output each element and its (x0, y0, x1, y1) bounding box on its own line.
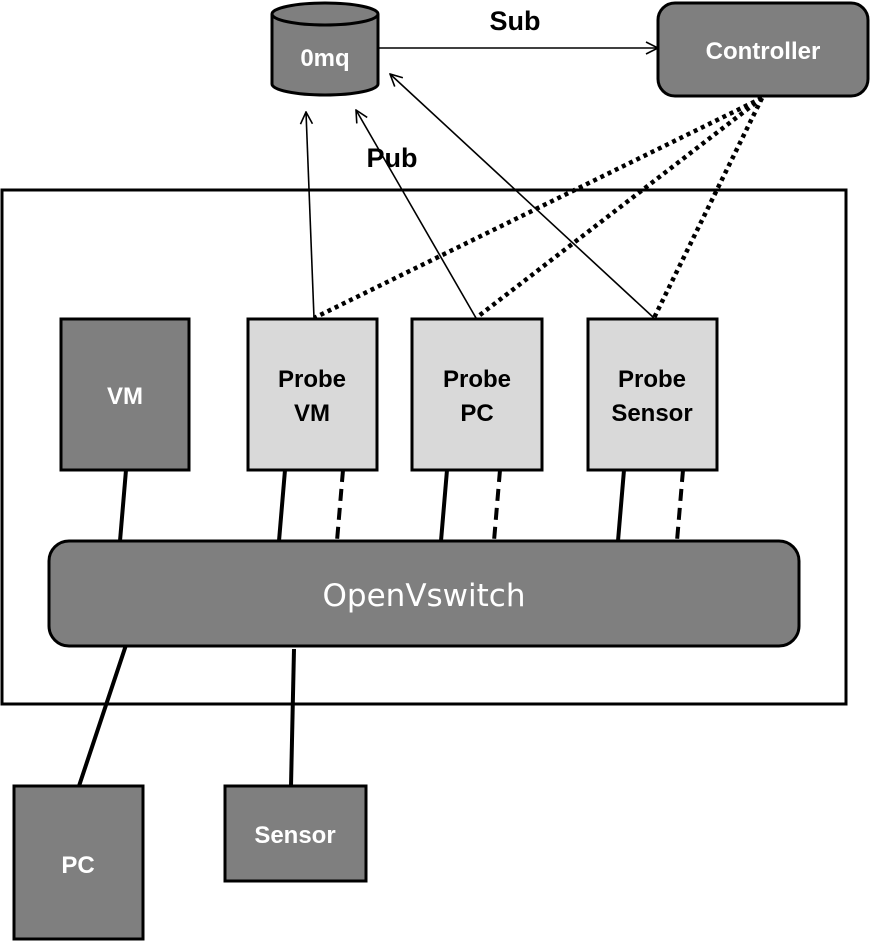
vm-node[interactable]: VM (59, 317, 191, 472)
openvswitch-node[interactable]: OpenVswitch (47, 539, 801, 648)
probe-pc-box (410, 317, 544, 472)
probe-vm-sublabel: VM (294, 400, 330, 427)
pc-box (12, 784, 145, 941)
control-links (313, 95, 765, 321)
probe-pc-label: Probe (443, 366, 511, 393)
probe-sensor-box (586, 317, 719, 472)
switch-links (77, 469, 685, 787)
sensor-node[interactable]: Sensor (223, 784, 368, 883)
publish-arrows (306, 74, 655, 319)
zmq-cylinder-top (270, 1, 380, 27)
openvswitch-box (47, 539, 801, 648)
probe-pc-sublabel: PC (460, 400, 493, 427)
sensor-box (223, 784, 368, 883)
link-sensor (289, 648, 296, 787)
controller-box (656, 1, 870, 98)
probe-vm-label: Probe (278, 366, 346, 393)
probe-pc-node[interactable]: Probe PC (410, 317, 544, 472)
controller-node[interactable]: Controller (656, 1, 870, 98)
link-probe-pc (439, 469, 449, 542)
probe-vm-box (246, 317, 379, 472)
zmq-label: 0mq (300, 45, 349, 72)
sensor-label: Sensor (254, 822, 335, 849)
host-boundary (0, 188, 848, 706)
probe-vm-node[interactable]: Probe VM (246, 317, 379, 472)
probe-sensor-sublabel: Sensor (611, 400, 692, 427)
controller-label: Controller (706, 38, 821, 65)
control-link-probe-vm (313, 95, 763, 321)
link-pc (77, 635, 131, 787)
link-probe-vm (277, 469, 287, 542)
pc-node[interactable]: PC (12, 784, 145, 941)
control-link-probe-sensor (651, 97, 765, 319)
vm-label: VM (107, 383, 143, 410)
pub-arrow-probe-vm (306, 112, 315, 319)
vm-box (59, 317, 191, 472)
link-probe-sensor-dashed (675, 469, 685, 542)
link-probe-sensor (616, 469, 626, 542)
openvswitch-label: OpenVswitch (323, 578, 526, 614)
link-probe-pc-dashed (492, 469, 502, 542)
probe-sensor-label: Probe (618, 366, 686, 393)
probe-sensor-node[interactable]: Probe Sensor (586, 317, 719, 472)
zmq-cylinder-body (270, 14, 380, 97)
pc-label: PC (61, 852, 94, 879)
sub-label: Sub (490, 6, 541, 36)
link-probe-vm-dashed (335, 469, 345, 542)
zmq-queue[interactable]: 0mq (270, 1, 380, 97)
pub-label: Pub (367, 143, 418, 173)
pub-arrow-probe-pc (356, 110, 477, 319)
link-vm (118, 469, 128, 542)
pub-arrow-probe-sensor (390, 74, 655, 319)
